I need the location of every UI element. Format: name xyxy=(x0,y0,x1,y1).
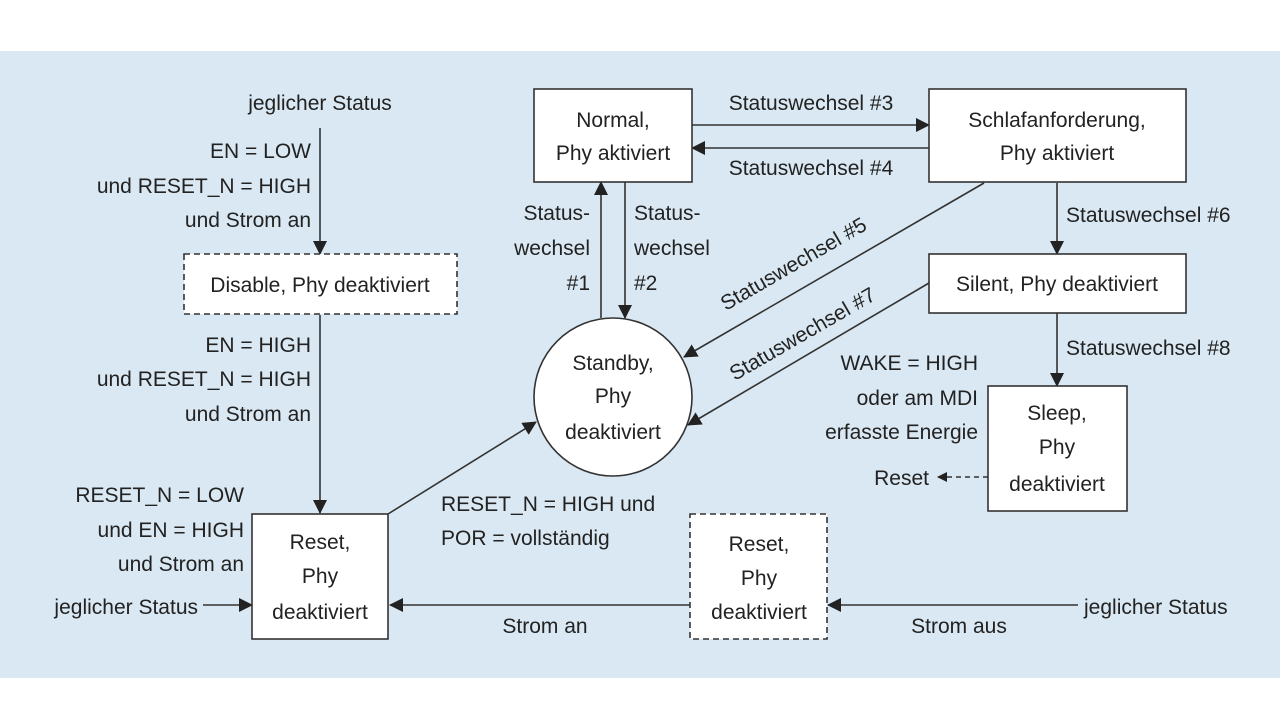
node-normal: Normal, Phy aktiviert xyxy=(533,88,693,183)
edge-silent-to-standby-sw7 xyxy=(687,282,930,426)
label-reset-cond-2: und RESET_N = HIGH xyxy=(97,368,311,391)
label-reset-low-cond-3: und Strom an xyxy=(118,553,244,576)
label-sw2-line1: Status- xyxy=(634,202,701,225)
label-reset-cond-1: EN = HIGH xyxy=(205,334,311,357)
label-reset-low-cond-2: und EN = HIGH xyxy=(98,519,244,542)
node-sleep-line2: Phy xyxy=(1039,436,1076,459)
label-disable-cond-2: und RESET_N = HIGH xyxy=(97,175,311,198)
edge-reset-to-standby xyxy=(387,421,537,515)
label-por-cond-2: POR = vollständig xyxy=(441,527,610,550)
label-sw3: Statuswechsel #3 xyxy=(729,92,894,115)
node-standby-line1: Standby, xyxy=(572,352,653,375)
node-reset-line3: deaktiviert xyxy=(272,601,368,624)
label-sw1-line1: Status- xyxy=(523,202,590,225)
node-sleep: Sleep, Phy deaktiviert xyxy=(987,385,1128,512)
node-schlaf-line1: Schlafanforderung, xyxy=(968,109,1145,132)
node-reset-power-off: Reset, Phy deaktiviert xyxy=(689,513,828,640)
label-any-state-top: jeglicher Status xyxy=(247,92,392,115)
label-sw8: Statuswechsel #8 xyxy=(1066,337,1231,360)
node-sleep-line1: Sleep, xyxy=(1027,402,1087,425)
label-sw2-line2: wechsel xyxy=(633,237,710,260)
node-schlafanforderung: Schlafanforderung, Phy aktiviert xyxy=(928,88,1187,183)
node-reset-line1: Reset, xyxy=(290,531,351,554)
node-disable-line1: Disable, Phy deaktiviert xyxy=(210,274,430,297)
node-resetoff-line3: deaktiviert xyxy=(711,601,807,624)
label-sw6: Statuswechsel #6 xyxy=(1066,204,1231,227)
label-any-state-right: jeglicher Status xyxy=(1083,596,1228,619)
label-power-on: Strom an xyxy=(502,615,587,638)
node-silent-line1: Silent, Phy deaktiviert xyxy=(956,273,1158,296)
node-silent: Silent, Phy deaktiviert xyxy=(928,253,1187,314)
node-schlaf-line2: Phy aktiviert xyxy=(1000,142,1115,165)
node-standby-line3: deaktiviert xyxy=(565,421,661,444)
label-reset-low-cond-1: RESET_N = LOW xyxy=(75,484,244,507)
node-normal-line2: Phy aktiviert xyxy=(556,142,671,165)
node-reset: Reset, Phy deaktiviert xyxy=(251,513,389,640)
node-standby-line2: Phy xyxy=(595,385,632,408)
label-por-cond-1: RESET_N = HIGH und xyxy=(441,493,655,516)
node-normal-line1: Normal, xyxy=(576,109,650,132)
label-sw2-line3: #2 xyxy=(634,272,657,295)
node-resetoff-line2: Phy xyxy=(741,567,778,590)
label-power-off: Strom aus xyxy=(911,615,1007,638)
node-standby: Standby, Phy deaktiviert xyxy=(533,317,693,477)
label-sw1-line2: wechsel xyxy=(513,237,590,260)
edge-schlaf-to-standby-sw5 xyxy=(683,182,985,358)
label-wake-cond-2: oder am MDI xyxy=(857,387,978,410)
label-any-state-left: jeglicher Status xyxy=(53,596,198,619)
label-sw1-line3: #1 xyxy=(567,272,590,295)
node-reset-line2: Phy xyxy=(302,565,339,588)
label-disable-cond-1: EN = LOW xyxy=(210,140,311,163)
label-wake-cond-1: WAKE = HIGH xyxy=(841,352,979,375)
label-sw4: Statuswechsel #4 xyxy=(729,157,894,180)
node-sleep-line3: deaktiviert xyxy=(1009,473,1105,496)
label-reset-cond-3: und Strom an xyxy=(185,403,311,426)
label-wake-cond-3: erfasste Energie xyxy=(825,421,978,444)
label-reset-target: Reset xyxy=(874,467,929,490)
node-resetoff-line1: Reset, xyxy=(729,533,790,556)
node-disable: Disable, Phy deaktiviert xyxy=(183,253,458,315)
label-disable-cond-3: und Strom an xyxy=(185,209,311,232)
